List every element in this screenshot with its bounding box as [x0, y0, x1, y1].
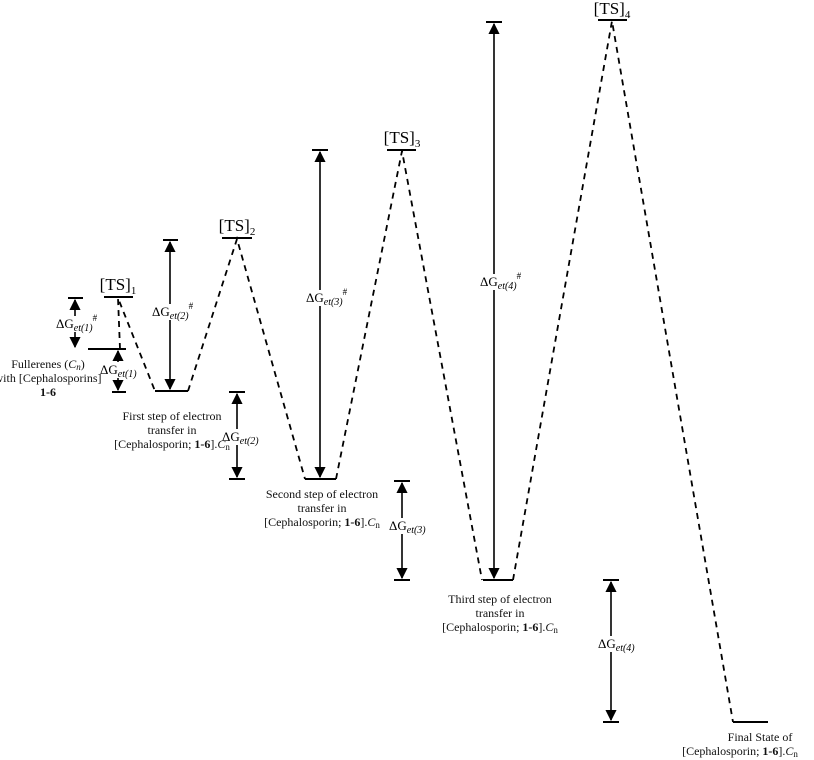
svg-text:[Cephalosporin; 1-6].Cn: [Cephalosporin; 1-6].Cn — [114, 437, 230, 452]
third-step-label: Third step of electron transfer in [Ceph… — [442, 592, 558, 635]
dg-et3-activation-label: ΔGet(3)# — [306, 287, 348, 308]
svg-text:Third step of electron: Third step of electron — [448, 592, 552, 606]
svg-text:[Cephalosporin; 1-6].Cn: [Cephalosporin; 1-6].Cn — [264, 515, 380, 530]
first-step-label: First step of electron transfer in [Ceph… — [114, 409, 230, 452]
dg-et4-activation-arrow — [486, 21, 502, 580]
reaction-path — [187, 235, 306, 480]
dg-et1-activation-label: ΔGet(1)# — [56, 313, 98, 334]
svg-text:Final State of: Final State of — [728, 730, 793, 744]
svg-text:transfer in: transfer in — [148, 423, 197, 437]
svg-text:[Cephalosporin; 1-6].Cn: [Cephalosporin; 1-6].Cn — [682, 744, 798, 759]
ts1-label: [TS]1 — [100, 275, 137, 297]
svg-text:[Cephalosporin; 1-6].Cn: [Cephalosporin; 1-6].Cn — [442, 620, 558, 635]
dg-et4-label: ΔGet(4) — [598, 636, 635, 654]
reaction-path — [335, 150, 483, 581]
svg-text:Fullerenes (Cn): Fullerenes (Cn) — [11, 357, 85, 372]
dg-et1-label: ΔGet(1) — [100, 362, 137, 380]
dg-et2-activation-label: ΔGet(2)# — [152, 301, 194, 322]
reaction-path — [512, 20, 734, 723]
svg-text:1-6: 1-6 — [40, 385, 56, 399]
ts3-label: [TS]3 — [384, 128, 421, 150]
dg-et2-label: ΔGet(2) — [222, 429, 259, 447]
dg-et4-activation-label: ΔGet(4)# — [480, 271, 522, 292]
dg-et3-label: ΔGet(3) — [389, 518, 426, 536]
svg-text:Second step of electron: Second step of electron — [266, 487, 378, 501]
svg-text:transfer in: transfer in — [476, 606, 525, 620]
svg-text:First step of electron: First step of electron — [123, 409, 222, 423]
final-state-label: Final State of [Cephalosporin; 1-6].Cn — [682, 730, 798, 759]
ts2-label: [TS]2 — [219, 216, 256, 238]
initial-state-label: Fullerenes (Cn) with [Cephalosporins] 1-… — [0, 357, 102, 399]
ts4-label: [TS]4 — [594, 0, 631, 21]
svg-text:with [Cephalosporins]: with [Cephalosporins] — [0, 371, 102, 385]
dg-et3-activation-arrow — [312, 149, 328, 479]
svg-text:transfer in: transfer in — [298, 501, 347, 515]
second-step-label: Second step of electron transfer in [Cep… — [264, 487, 380, 530]
